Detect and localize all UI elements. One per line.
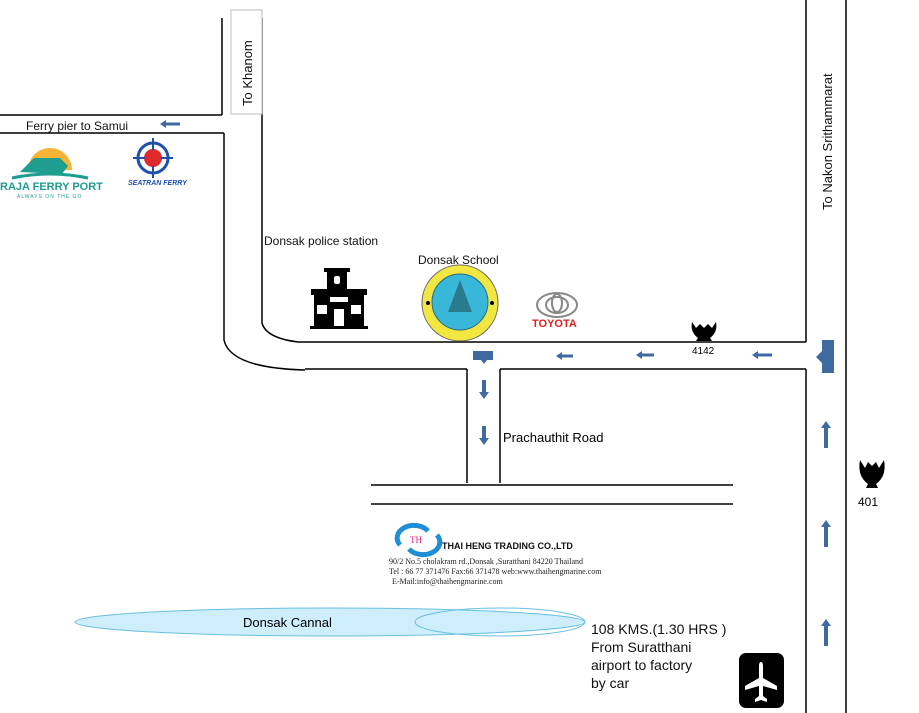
distance-line: From Suratthani — [591, 639, 692, 655]
arrow-up-icon — [821, 520, 831, 547]
arrow-left-icon — [160, 120, 180, 128]
arrow-left-icon — [752, 351, 772, 359]
ferry-pier-label: Ferry pier to Samui — [26, 119, 129, 133]
company-contact: Tel : 66 77 371476 Fax:66 371478 web:www… — [389, 567, 602, 576]
arrow-left-icon — [636, 351, 654, 359]
seatran-ferry-name: SEATRAN FERRY — [128, 180, 187, 187]
raja-ferry-logo — [11, 148, 89, 180]
to-khanom-box — [230, 9, 263, 115]
distance-line: airport to factory — [591, 657, 693, 673]
police-building-icon — [310, 268, 368, 329]
to-nakon-label: To Nakon Srithammarat — [820, 73, 835, 210]
arrows — [160, 120, 834, 646]
start-marker-icon — [816, 340, 834, 373]
company-email: E-Mail:info@thaihengmarine.com — [392, 577, 503, 586]
roads — [0, 0, 847, 713]
distance-line: 108 KMS.(1.30 HRS ) — [591, 621, 727, 637]
arrow-down-icon — [479, 426, 489, 445]
thai-heng-logo — [394, 522, 443, 558]
canal-label: Donsak Cannal — [243, 615, 332, 630]
toyota-logo-icon — [536, 292, 578, 318]
raja-ferry-tagline: ALWAYS ON THE GO — [17, 194, 83, 200]
garuda-route-marker-icon — [691, 322, 717, 341]
arrow-left-icon — [556, 352, 573, 360]
arrow-up-icon — [821, 619, 831, 646]
arrow-down-icon — [479, 380, 489, 399]
garuda-route-marker-icon — [859, 460, 885, 488]
route-4142-label: 4142 — [692, 346, 715, 357]
to-khanom-label: To Khanom — [240, 40, 255, 106]
police-station-label: Donsak police station — [264, 234, 379, 248]
road-label: Prachauthit Road — [503, 430, 604, 445]
toyota-name: TOYOTA — [532, 318, 577, 330]
arrow-up-icon — [821, 421, 831, 448]
distance-note: 108 KMS.(1.30 HRS ) From Suratthani airp… — [591, 620, 726, 692]
airplane-icon — [739, 653, 784, 708]
school-label: Donsak School — [418, 253, 499, 267]
school-emblem-icon — [421, 264, 499, 342]
company-name: THAI HENG TRADING CO.,LTD — [442, 541, 573, 551]
company-address: 90/2 No.5 cholakram rd.,Donsak ,Surattha… — [389, 557, 584, 566]
th-mark: TH — [410, 535, 422, 545]
junction-marker-icon — [473, 351, 493, 364]
distance-line: by car — [591, 675, 630, 691]
seatran-ferry-logo — [133, 138, 173, 178]
route-401-label: 401 — [858, 495, 879, 509]
canal — [74, 607, 586, 637]
raja-ferry-name: RAJA FERRY PORT — [0, 181, 103, 193]
